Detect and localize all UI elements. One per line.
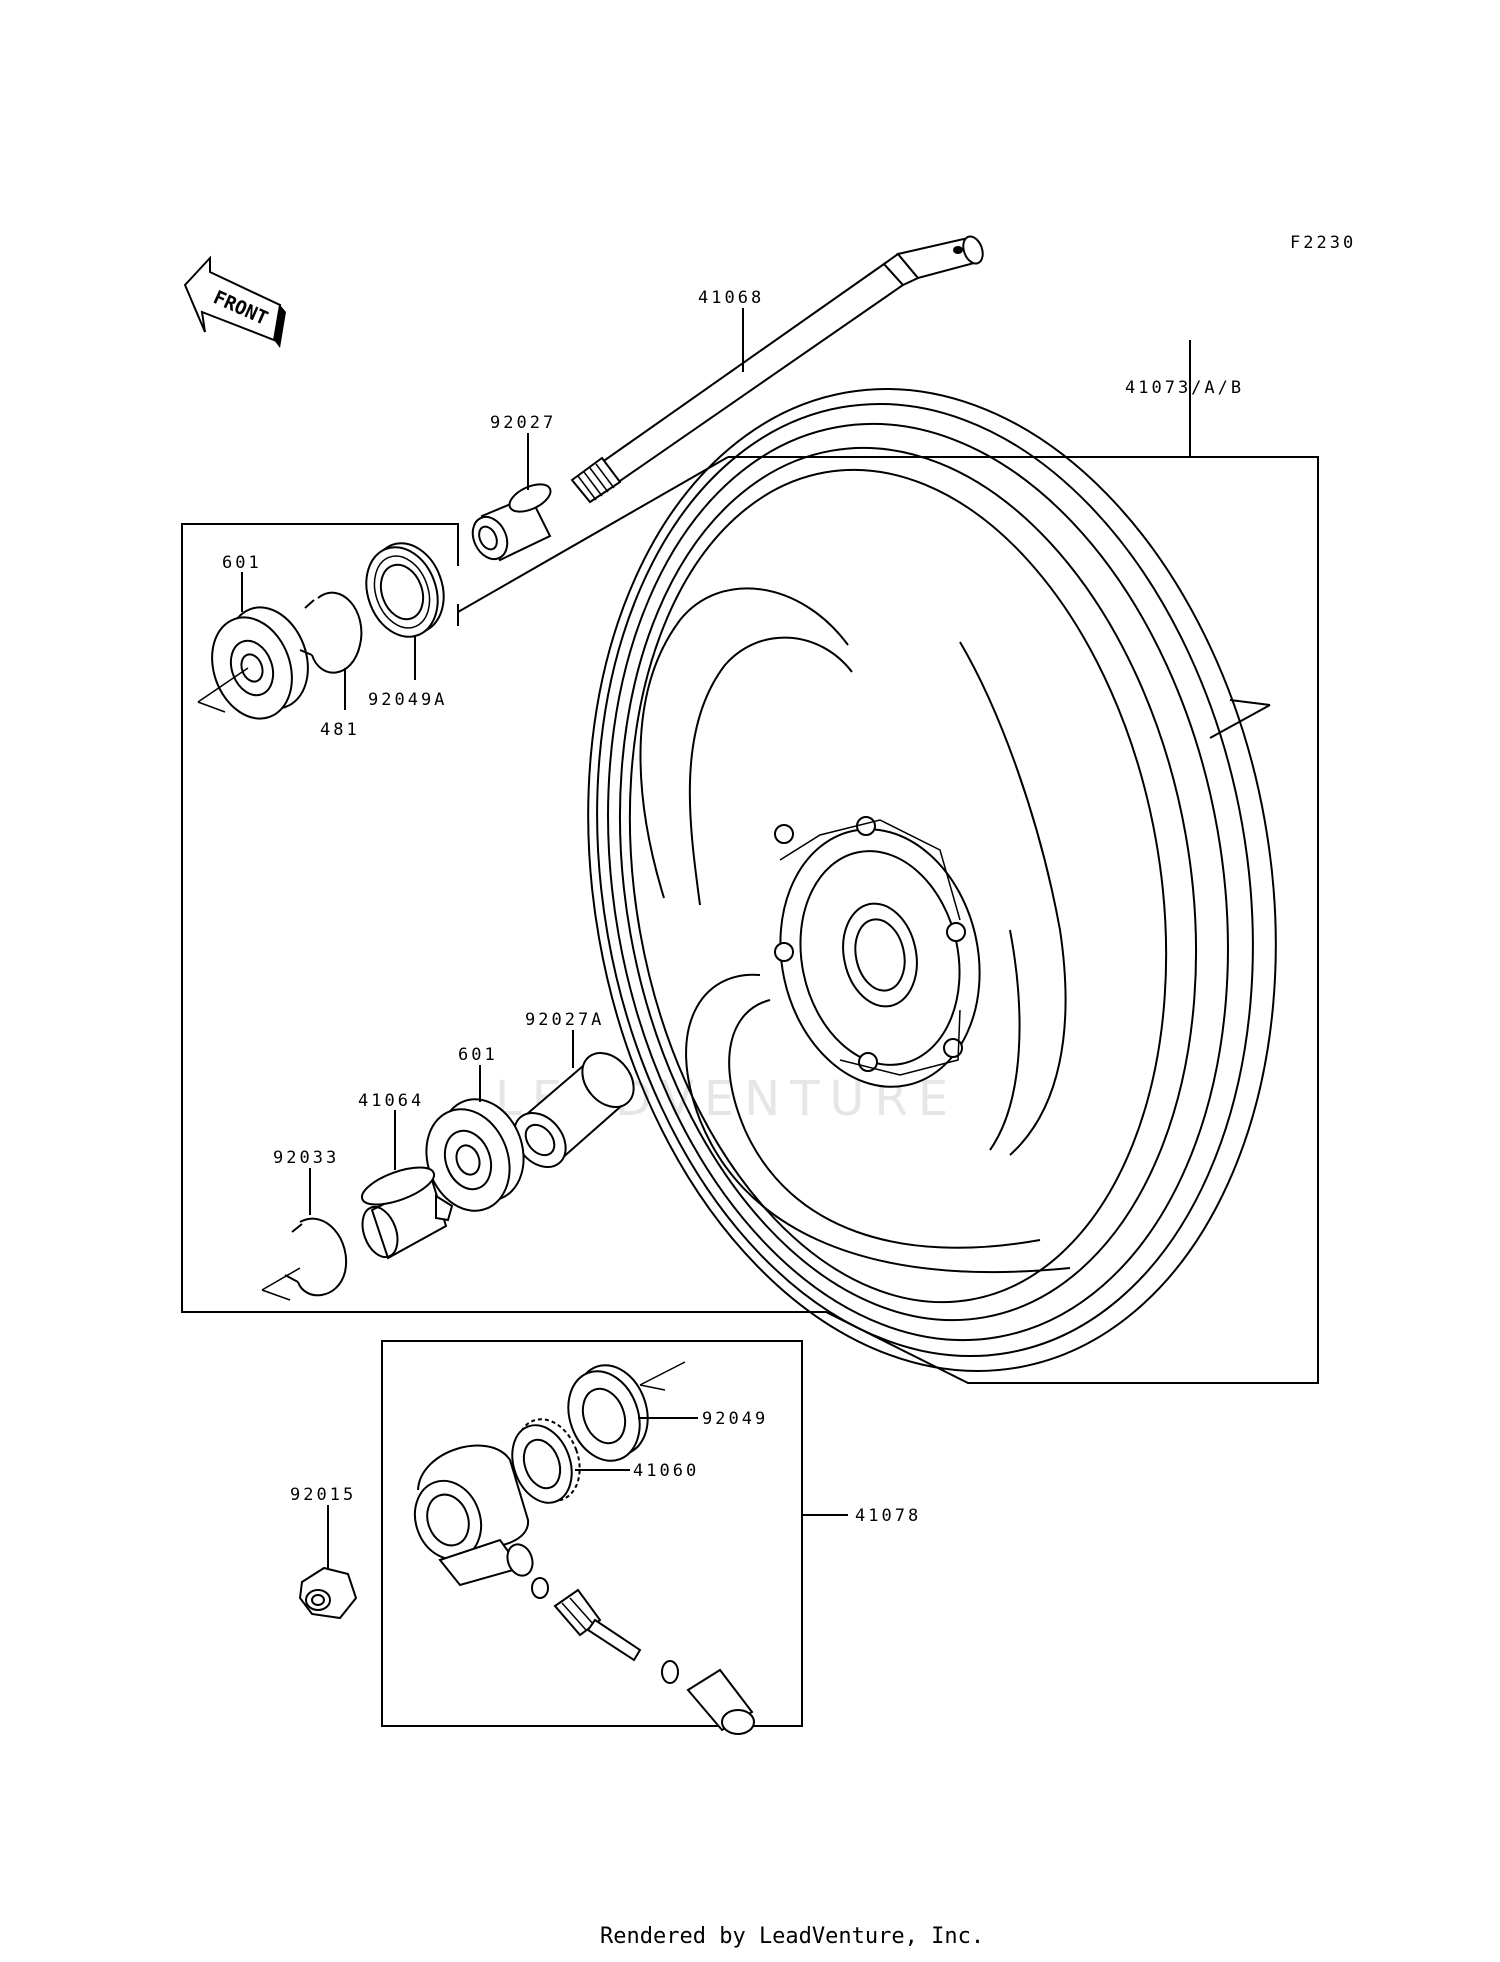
front-wheel-part xyxy=(587,387,1277,1373)
washer-small-part xyxy=(531,1577,549,1599)
spacer-ring-part xyxy=(360,1166,454,1260)
part-label-601-left: 601 xyxy=(222,553,262,573)
part-label-41064: 41064 xyxy=(358,1091,424,1111)
circlip-part xyxy=(299,591,363,674)
drive-shaft-part xyxy=(553,1588,642,1662)
part-label-481: 481 xyxy=(320,720,360,740)
diagram-code: F2230 xyxy=(1290,233,1356,253)
footer-credit: Rendered by LeadVenture, Inc. xyxy=(600,1924,984,1949)
oil-seal-left-part xyxy=(365,542,445,638)
part-label-41060: 41060 xyxy=(633,1461,699,1481)
front-arrow-icon: FRONT xyxy=(183,255,286,348)
gear-ring-part xyxy=(511,1418,581,1504)
part-label-92049: 92049 xyxy=(702,1409,768,1429)
wheel-assembly-frame xyxy=(181,456,1319,1384)
snap-ring-part xyxy=(284,1217,348,1297)
part-label-92027: 92027 xyxy=(490,413,556,433)
gear-housing-part xyxy=(413,1444,534,1587)
collar-part xyxy=(471,483,552,562)
bearing-right-part xyxy=(425,1098,525,1212)
bearing-left-part xyxy=(211,606,309,720)
collar-right-part xyxy=(513,1052,635,1168)
part-label-92049A: 92049A xyxy=(368,690,447,710)
part-label-92027A: 92027A xyxy=(525,1010,604,1030)
part-label-92015: 92015 xyxy=(290,1485,356,1505)
part-label-41073: 41073/A/B xyxy=(1125,378,1244,398)
washer-shaft-part xyxy=(661,1660,679,1684)
axle-nut-part xyxy=(298,1566,358,1620)
gearbox-assembly-frame xyxy=(381,1340,803,1727)
part-label-41068: 41068 xyxy=(698,288,764,308)
part-label-41078: 41078 xyxy=(855,1506,921,1526)
bushing-part xyxy=(686,1668,755,1735)
part-label-601-right: 601 xyxy=(458,1045,498,1065)
axle-part xyxy=(570,235,984,504)
oil-seal-gearbox-part xyxy=(567,1364,649,1462)
part-label-92033: 92033 xyxy=(273,1148,339,1168)
